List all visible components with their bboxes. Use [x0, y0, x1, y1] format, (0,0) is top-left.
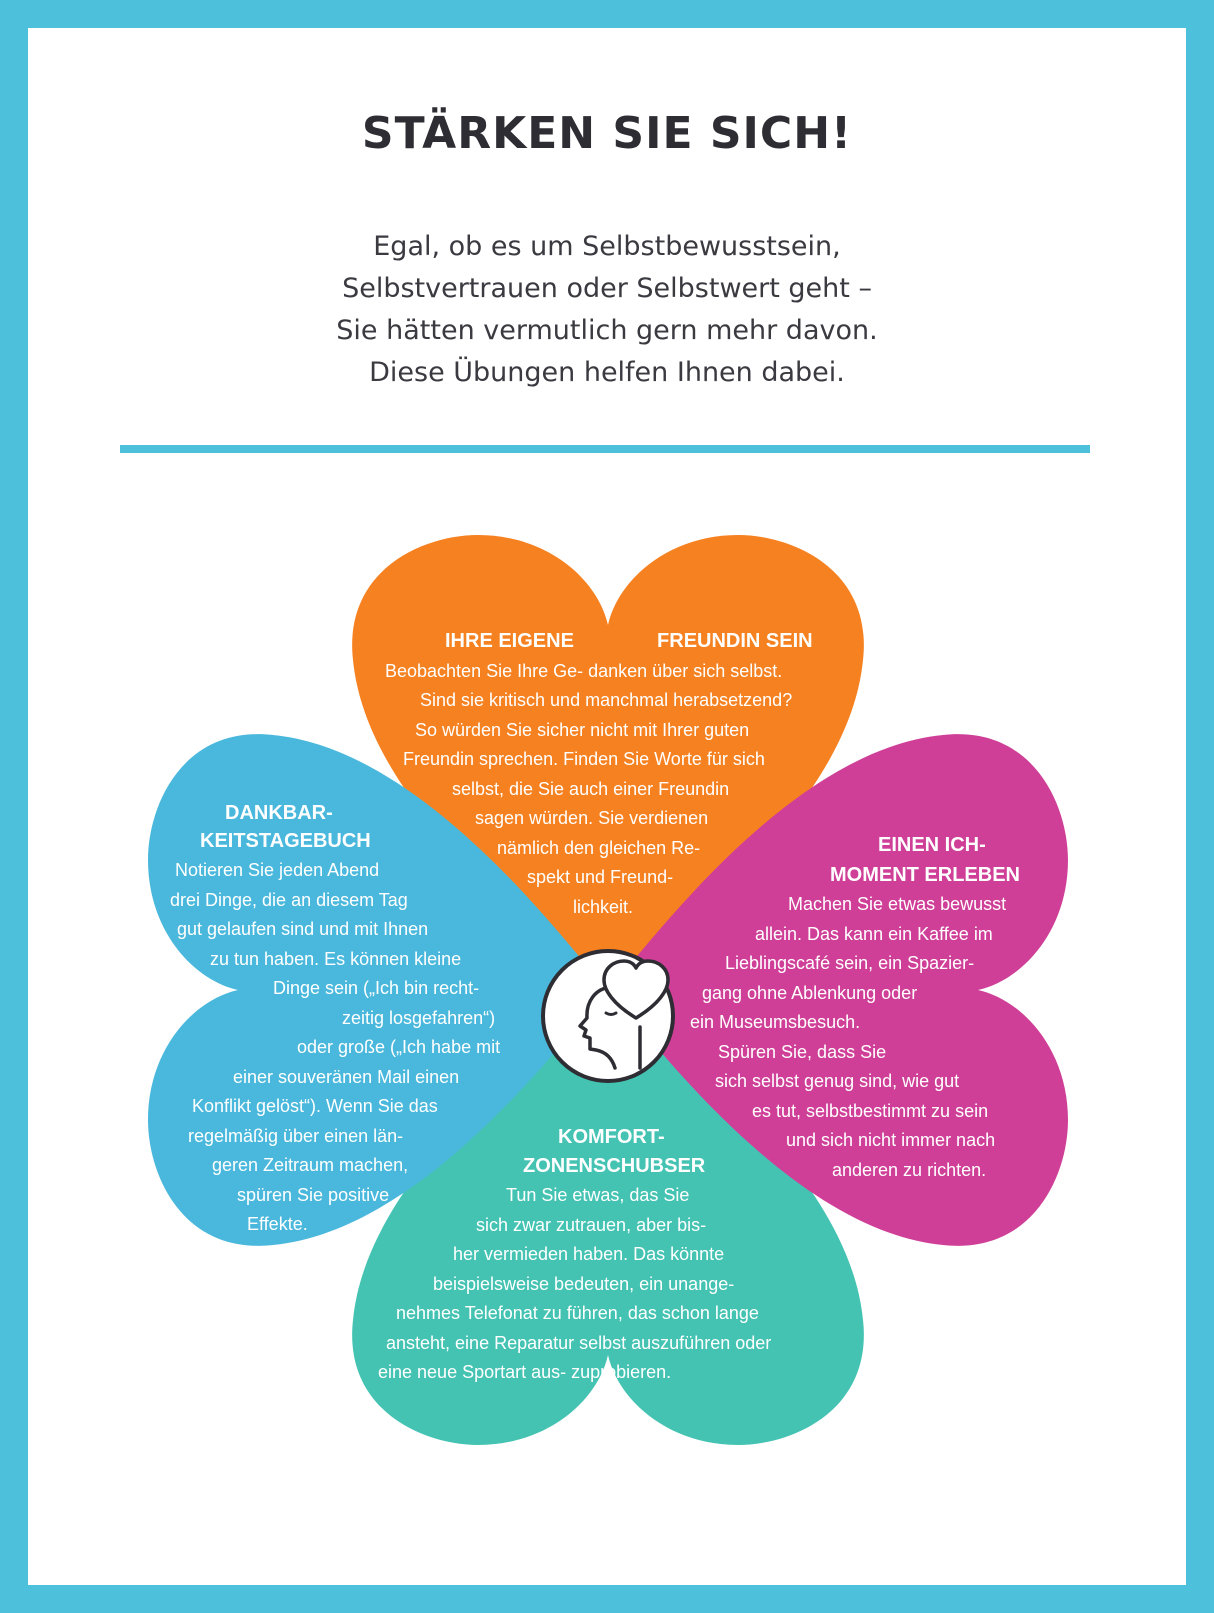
petal-left-heading: DANKBAR- [225, 802, 333, 824]
petal-left-heading: KEITSTAGEBUCH [200, 830, 371, 852]
petal-left-line: Konflikt gelöst“). Wenn Sie das [192, 1096, 438, 1116]
intro-line: Sie hätten vermutlich gern mehr davon. [336, 315, 878, 346]
petal-top-heading: IHRE EIGENE FREUNDIN SEIN [385, 627, 845, 657]
petal-right-line: sich selbst genug sind, wie gut [715, 1071, 960, 1091]
petal-left-line: oder große („Ich habe mit [297, 1037, 501, 1057]
petal-left-line: zu tun haben. Es können kleine [210, 948, 462, 969]
petal-bottom-line: sich zwar zutrauen, aber bis- [476, 1214, 707, 1235]
petal-left-line: Notieren Sie jeden Abend [175, 860, 380, 880]
petal-bottom-line: nehmes Telefonat zu führen, das schon la… [396, 1303, 759, 1323]
intro-line: Selbstvertrauen oder Selbstwert geht – [342, 273, 872, 304]
petal-top-line: Sind sie kritisch und manchmal herabsetz… [420, 690, 793, 710]
petal-bottom-heading: ZONENSCHUBSER [523, 1155, 706, 1177]
petal-bottom-line: eine neue Sportart aus- zuprobieren. [378, 1362, 672, 1382]
petal-right-line: Lieblingscafé sein, ein Spazier- [725, 953, 975, 973]
petal-right-line: es tut, selbstbestimmt zu sein [752, 1100, 989, 1121]
petal-top-heading-right: FREUNDIN SEIN [657, 630, 813, 652]
petal-bottom-line: Tun Sie etwas, das Sie [506, 1185, 690, 1205]
petal-left-line: geren Zeitraum machen, [212, 1155, 409, 1175]
petal-left-line: gut gelaufen sind und mit Ihnen [177, 919, 429, 939]
petal-right-line: ein Museumsbesuch. [690, 1012, 861, 1032]
petal-left-line: einer souveränen Mail einen [233, 1066, 460, 1087]
intro-line: Egal, ob es um Selbstbewusstsein, [373, 231, 841, 262]
petal-top-line: nämlich den gleichen Re- [497, 837, 701, 858]
petal-right-heading: MOMENT ERLEBEN [830, 864, 1020, 886]
petal-right-line: und sich nicht immer nach [786, 1130, 996, 1150]
petal-left-line: zeitig losgefahren“) [342, 1007, 496, 1028]
petal-left [148, 734, 608, 1246]
petal-left-text: DANKBAR- KEITSTAGEBUCH Notieren Sie jede… [165, 800, 545, 1240]
divider [120, 445, 1090, 453]
petal-right-heading: EINEN ICH- [878, 834, 986, 856]
petal-right-line: Machen Sie etwas bewusst [788, 894, 1007, 914]
petal-right-line: anderen zu richten. [832, 1159, 987, 1180]
petal-right [608, 734, 1068, 1246]
petal-right-line: gang ohne Ablenkung oder [702, 982, 918, 1003]
petal-bottom-heading: KOMFORT- [558, 1126, 665, 1148]
petal-left-line: drei Dinge, die an diesem Tag [170, 889, 408, 910]
petal-left-line: Dinge sein („Ich bin recht- [273, 978, 480, 998]
page-title: STÄRKEN SIE SICH! [361, 108, 853, 159]
petal-right-line: allein. Das kann ein Kaffee im [755, 923, 993, 944]
petal-bottom-text: KOMFORT- ZONENSCHUBSER Tun Sie etwas, da… [378, 1123, 848, 1388]
petal-right-line: Spüren Sie, dass Sie [718, 1041, 887, 1062]
petal-top-line: sagen würden. Sie verdienen [475, 808, 709, 828]
intro-text: Egal, ob es um Selbstbewusstsein, Selbst… [0, 226, 1214, 394]
petal-top-text: IHRE EIGENE FREUNDIN SEIN Beobachten Sie… [385, 627, 845, 922]
petal-left-line: spüren Sie positive [237, 1184, 390, 1205]
petal-top-line: Freundin sprechen. Finden Sie Worte für … [403, 749, 765, 769]
petal-bottom-line: her vermieden haben. Das könnte [453, 1244, 725, 1264]
petal-top-heading-left: IHRE EIGENE [445, 630, 574, 652]
petal-top-line: spekt und Freund- [527, 867, 674, 887]
intro-line: Diese Übungen helfen Ihnen dabei. [369, 357, 845, 388]
petal-top-line: selbst, die Sie auch einer Freundin [452, 778, 730, 799]
petal-top-line: So würden Sie sicher nicht mit Ihrer gut… [415, 719, 750, 740]
petal-bottom-line: ansteht, eine Reparatur selbst auszuführ… [386, 1332, 772, 1353]
petal-top-line: Beobachten Sie Ihre Ge- danken über sich… [385, 660, 783, 681]
petal-top-line: lichkeit. [573, 896, 634, 917]
petal-bottom-line: beispielsweise bedeuten, ein unange- [433, 1273, 735, 1294]
head-with-heart-icon [541, 949, 675, 1083]
petal-left-line: regelmäßig über einen län- [188, 1125, 404, 1146]
petal-right-text: EINEN ICH- MOMENT ERLEBEN Machen Sie etw… [690, 830, 1070, 1185]
petal-left-line: Effekte. [247, 1214, 308, 1234]
